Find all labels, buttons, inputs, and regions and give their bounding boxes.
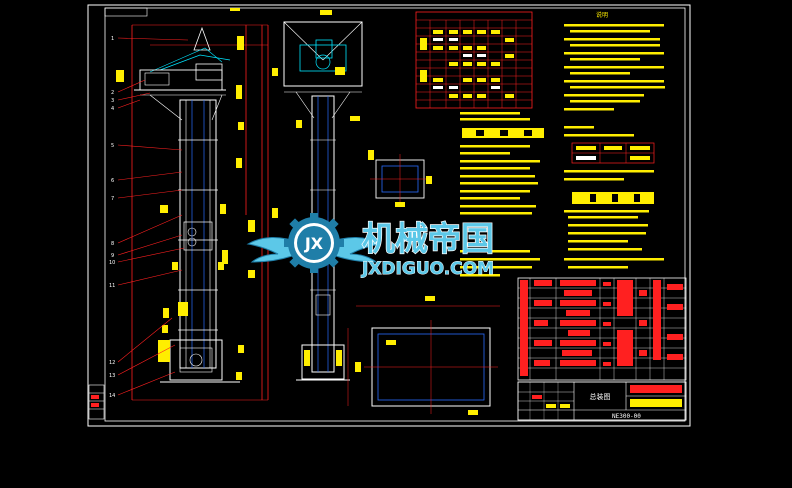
callout-5: 5 — [111, 143, 114, 149]
callout-2: 2 — [111, 90, 114, 96]
callout-3: 3 — [111, 98, 114, 104]
drawing-name: 总装图 — [590, 392, 611, 401]
callout-1: 1 — [111, 36, 114, 42]
section-view-small — [368, 150, 432, 207]
callout-9: 9 — [111, 253, 114, 259]
bill-of-materials — [517, 277, 687, 381]
callout-7: 7 — [111, 196, 114, 202]
gear-badge-icon: JX — [284, 213, 344, 273]
callout-11: 11 — [109, 283, 115, 289]
callout-4: 4 — [111, 106, 114, 112]
callout-13: 13 — [109, 373, 115, 379]
watermark-logo: JX 机械帝国 JXDIGUO.COM — [246, 213, 495, 279]
callout-12: 12 — [109, 360, 115, 366]
elevator-side-view — [116, 8, 278, 401]
callout-6: 6 — [111, 178, 114, 184]
left-margin-strip — [88, 384, 105, 420]
outer-frame — [87, 4, 691, 427]
elevator-front-view — [283, 10, 363, 381]
title-block: 总装图 NE300-00 — [517, 381, 687, 421]
parameter-table — [415, 11, 533, 109]
inner-frame — [104, 7, 686, 422]
brand-chinese: 机械帝国 — [362, 219, 494, 258]
middle-notes — [460, 112, 544, 277]
brand-latin: JXDIGUO.COM — [361, 259, 494, 279]
notes-title: 说明 — [596, 11, 608, 19]
callout-leaders — [117, 37, 189, 396]
callout-numbers: 1 2 3 4 5 6 7 8 9 10 11 12 13 14 — [109, 36, 115, 399]
drawing-number: NE300-00 — [612, 413, 641, 420]
callout-14: 14 — [109, 393, 115, 399]
notes-column: 说明 — [564, 11, 665, 269]
base-plan-view — [347, 296, 500, 415]
callout-8: 8 — [111, 241, 114, 247]
badge-letters: JX — [304, 234, 324, 253]
callout-10: 10 — [109, 260, 115, 266]
corner-label-box — [104, 7, 148, 17]
